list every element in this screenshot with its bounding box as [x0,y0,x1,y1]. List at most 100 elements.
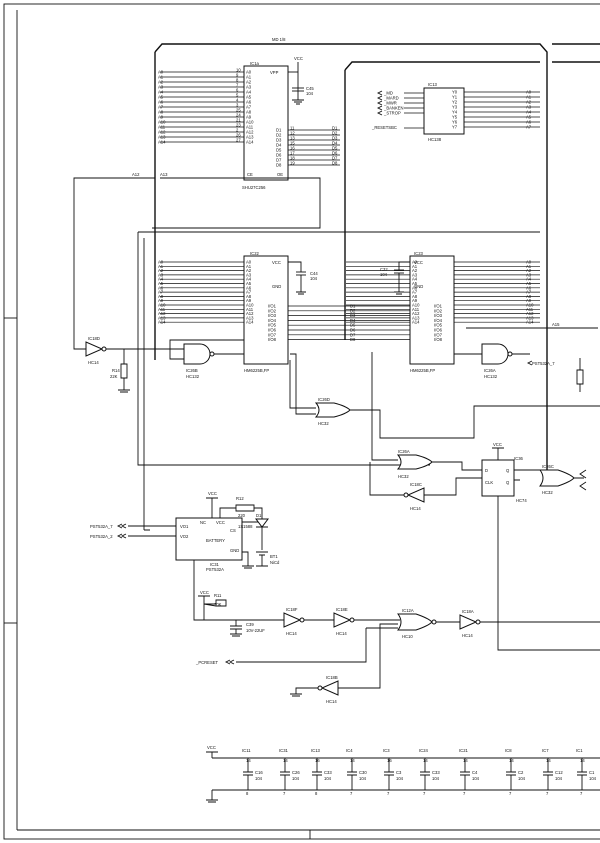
decoupling-cap [420,758,430,790]
rom-addr-pinnum: 7 [236,83,239,88]
ic18b-gnd [290,687,318,697]
rom-data-pin: D7 [276,158,282,163]
rom-data-pinnum: 12 [290,131,295,136]
ram-addr-bus-label: A14 [158,320,166,325]
ram-addr-pin: A9 [246,298,252,303]
decoupling-cap [460,758,470,790]
decoupling-pin-top: 14 [546,758,551,763]
ic18b-bubble [317,685,323,691]
ram2-ref: IC23 [414,251,424,256]
decoupling-cap [384,758,394,790]
ic26a-part: HC132 [484,374,498,379]
decoder-input-label: _MARD [383,96,399,101]
decoupling-pin-top: 16 [315,758,320,763]
ic18a-ref: IC18A [462,609,474,614]
ff-d: D [485,468,488,473]
battery-nc: NC [200,520,206,525]
ic12a-wires [236,621,460,689]
decoder-output-pin: Y0 [452,90,458,95]
ram-io-bus-label: D6 [350,328,356,333]
ram-io-pin: I/O7 [268,332,277,337]
rom-cap-ref: C45 [306,86,314,91]
rom-addr-pin: A1 [246,75,252,80]
ic18c-gate: IC18C HC14 [369,462,482,511]
ram-io-pin: I/O7 [434,332,443,337]
ram-addr-pin: A14 [412,320,420,325]
ic18f-ref: IC18F [286,607,298,612]
ic26a-gate: IC26A HC132 PST532A_7 A15 [454,322,598,392]
pst532a2-label: PST532A_2 [90,534,113,539]
c39-val: 10V-22UF [246,628,265,633]
a12-net [73,177,155,335]
rom-data-bus-label: D7 [332,156,338,161]
rom-addr-bus-label: A14 [158,140,166,145]
ram1-body [243,255,289,365]
decoupling-cap-ref: C26 [292,770,300,775]
rom-addr-bus-label: A9 [158,115,164,120]
ram2-body [409,255,455,365]
rom-data-pin: D4 [276,143,282,148]
pcreset-label: _PCRESET [195,660,219,665]
battery-bottom-wire [193,560,284,621]
ram-addr-pin: A0 [246,260,252,265]
decoupling-pin-bot: 7 [580,791,583,796]
ic18e-ref: IC18E [336,607,348,612]
decoupling-cap-val: 104 [432,776,440,781]
ram-io-pin: I/O5 [434,323,443,328]
a15-label: A15 [552,322,560,327]
decoupling-cap-ref: C16 [255,770,263,775]
decoupling-cap-val: 104 [324,776,332,781]
ff-vcc-wire [492,447,504,460]
bt1-part: NiCd [270,560,280,565]
decoupling-pin-top: 14 [246,758,251,763]
ic26b-body [183,343,211,365]
ram-io-bus-label: D4 [350,318,356,323]
decoupling-cap-val: 104 [472,776,480,781]
decoupling-pin-top: 14 [580,758,585,763]
battery-ic: IC31 PST532A VO1 VO2 NC VCC BATTERY CS G… [90,491,284,621]
ic26a-bubble [507,351,513,357]
ram1-gnd: GND [272,284,281,289]
rom-data-pinnum: 15 [290,141,295,146]
ram-io-bus-label: D7 [350,332,356,337]
ic26c-part: HC32 [542,490,553,495]
ic18c-ref: IC18C [410,482,422,487]
battery-top-wires [206,497,263,523]
ff-out-wires [497,469,600,651]
decoupling-cap-val: 104 [255,776,263,781]
ram-addr-pin: A6 [412,285,418,290]
d1-ref: D1 [256,513,262,518]
ic26c-ref: IC26C [542,464,554,469]
rom-ce: CE [247,172,253,177]
ic26b-gate: IC26B HC132 [169,339,244,379]
ic26b-part: HC132 [186,374,200,379]
decoupling-ic: IC24 [419,748,429,753]
top-bus-label: MD 1/8 [272,37,286,42]
ram-addr-pin: A2 [412,268,418,273]
decoupling-pin-bot: 8 [246,791,249,796]
ram-addr-pin: A1 [246,264,252,269]
ram1-vcc: VCC [272,260,281,265]
decoupling-pin-bot: 7 [283,791,286,796]
rom-addr-bus-label: A11 [158,125,166,130]
decoupling-cap-val: 104 [292,776,300,781]
decoder-input-arrow [376,90,383,96]
rom-addr-pinnum: 2 [236,128,239,133]
decoupling-rails [206,751,600,803]
d1 [255,518,269,528]
ff-qbar: Q [506,480,510,485]
ram1-ref: IC22 [250,251,260,256]
decoupling-pin-top: 14 [423,758,428,763]
rom-addr-pinnum: 9 [236,73,239,78]
decoupling-pin-bot: 7 [546,791,549,796]
ic12a-ref: IC12A [402,608,414,613]
rom-addr-pinnum: 5 [236,93,239,98]
r12 [235,504,255,512]
rom-data-bus-label: D2 [332,131,338,136]
ram-labels: A0A1A2A3A4A5A6A7A8A9A10A11A12A13A14I/O1I… [246,260,443,343]
rom-addr-bus-label: A4 [158,90,164,95]
ram-addr-pin: A3 [412,272,418,277]
a13-net [152,177,321,229]
decoupling-cap-val: 104 [555,776,563,781]
